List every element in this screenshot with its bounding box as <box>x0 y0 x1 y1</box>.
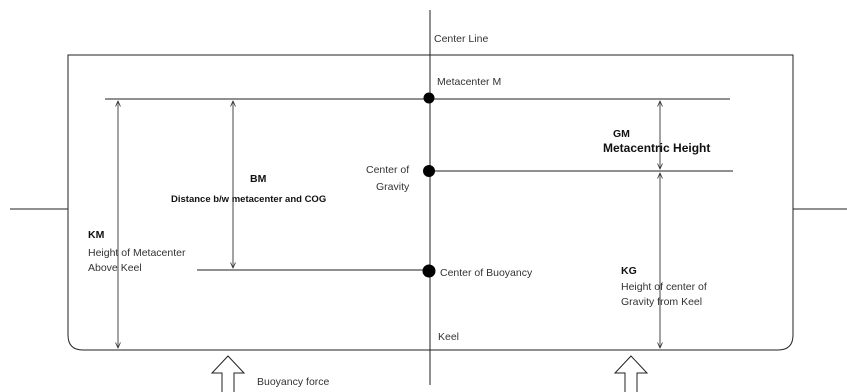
kg-description-line1: Height of center of <box>621 281 707 293</box>
metacenter-label: Metacenter M <box>437 76 501 88</box>
buoyancy-arrow-right <box>613 355 649 392</box>
center-line-label: Center Line <box>434 33 488 45</box>
center-of-buoyancy-point <box>422 264 436 278</box>
buoyancy-force-label: Buoyancy force <box>257 376 330 388</box>
km-description-line2: Above Keel <box>88 262 142 274</box>
center-of-gravity-label-line1: Center of <box>366 164 409 176</box>
km-abbreviation: KM <box>88 229 105 241</box>
gm-abbreviation: GM <box>613 128 630 140</box>
kg-abbreviation: KG <box>621 265 637 277</box>
center-of-buoyancy-label: Center of Buoyancy <box>440 267 533 279</box>
center-of-gravity-label-line2: Gravity <box>376 181 410 193</box>
km-description-line1: Height of Metacenter <box>88 247 186 259</box>
keel-label: Keel <box>438 331 459 343</box>
kg-description-line2: Gravity from Keel <box>621 296 702 308</box>
center-of-gravity-point <box>423 165 435 177</box>
metacenter-point <box>423 92 435 104</box>
bm-abbreviation: BM <box>250 173 267 185</box>
hull-outline <box>67 54 794 351</box>
gm-title: Metacentric Height <box>603 141 710 155</box>
bm-description: Distance b/w metacenter and COG <box>171 194 326 205</box>
buoyancy-arrow-left <box>210 355 246 392</box>
